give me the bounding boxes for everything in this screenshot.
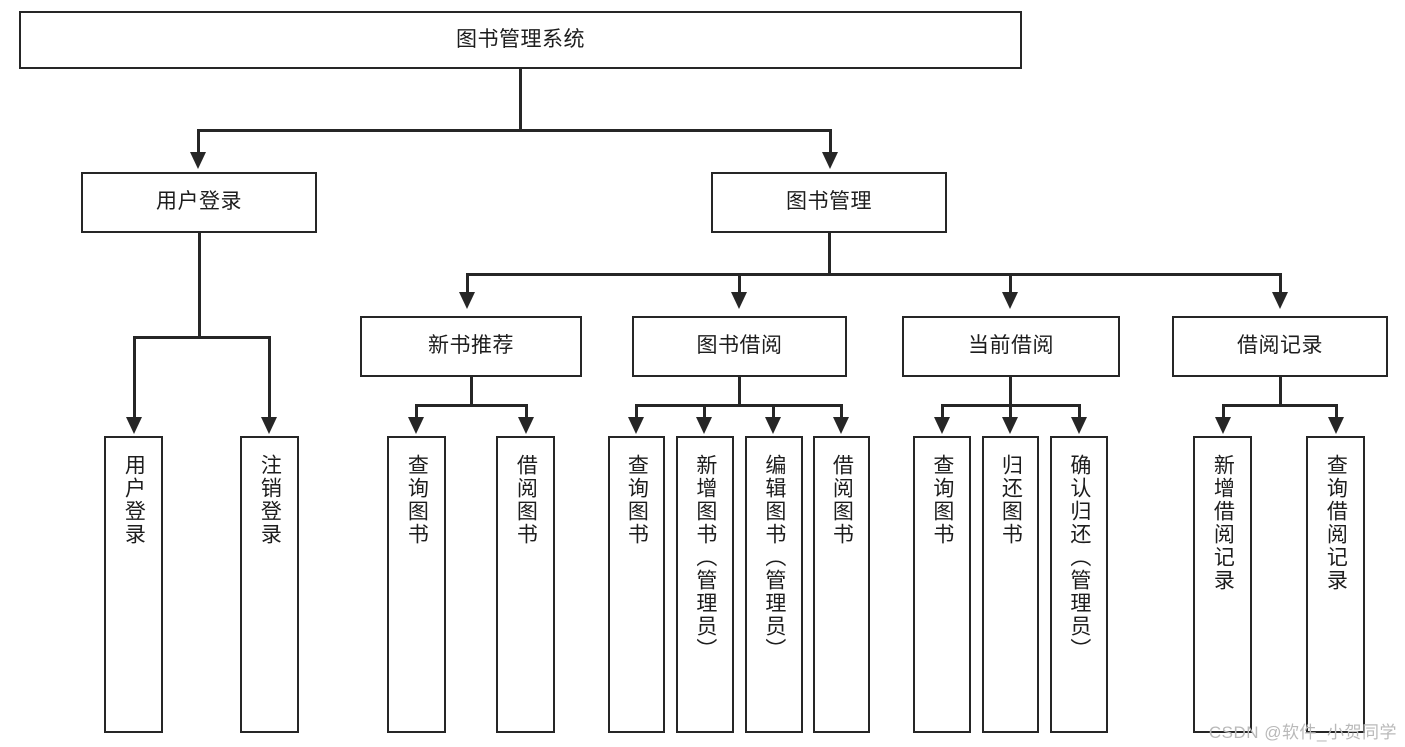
connector-user-login-bar	[133, 336, 270, 339]
node-label: 当前借阅	[968, 334, 1054, 358]
leaf-nb-borrow-book[interactable]: 借阅图书	[496, 436, 555, 733]
leaf-nb-query-book[interactable]: 查询图书	[387, 436, 446, 733]
leaf-bb-borrow-book[interactable]: 借阅图书	[813, 436, 870, 733]
arrowhead-cb-return-book	[1002, 417, 1018, 434]
connector-borrow-record-stem	[1279, 377, 1282, 406]
node-label: 注销登录	[258, 454, 282, 546]
connector-current-borrow-stem	[1009, 377, 1012, 406]
leaf-br-query-record[interactable]: 查询借阅记录	[1306, 436, 1365, 733]
node-label: 新增图书（管理员）	[693, 454, 717, 661]
leaf-bb-edit-book[interactable]: 编辑图书（管理员）	[745, 436, 803, 733]
connector-root-to-book-manage	[829, 129, 832, 153]
arrowhead-nb-query-book	[408, 417, 424, 434]
node-book-management[interactable]: 图书管理	[711, 172, 947, 233]
connector-bb-3	[772, 404, 775, 418]
node-label: 借阅图书	[514, 454, 538, 546]
node-label: 确认归还（管理员）	[1067, 454, 1091, 661]
node-label: 查询图书	[930, 454, 954, 546]
connector-new-book-bar	[415, 404, 527, 407]
node-label: 用户登录	[156, 190, 242, 214]
connector-br-1	[1222, 404, 1225, 418]
node-label: 查询借阅记录	[1324, 454, 1348, 592]
connector-level3-bar	[466, 273, 1282, 276]
connector-root-stem	[519, 69, 522, 131]
leaf-user-login[interactable]: 用户登录	[104, 436, 163, 733]
node-label: 用户登录	[122, 454, 146, 546]
leaf-bb-add-book[interactable]: 新增图书（管理员）	[676, 436, 734, 733]
connector-new-book-right	[525, 404, 528, 418]
arrowhead-borrow-record	[1272, 292, 1288, 309]
arrowhead-cb-query-book	[934, 417, 950, 434]
node-user-login[interactable]: 用户登录	[81, 172, 317, 233]
arrowhead-br-add-record	[1215, 417, 1231, 434]
connector-bb-1	[635, 404, 638, 418]
node-label: 图书管理	[786, 190, 872, 214]
connector-to-current-borrow	[1009, 273, 1012, 293]
leaf-cb-confirm-return[interactable]: 确认归还（管理员）	[1050, 436, 1108, 733]
node-label: 归还图书	[999, 454, 1023, 546]
node-new-book-recommend[interactable]: 新书推荐	[360, 316, 582, 377]
arrowhead-bb-add-book	[696, 417, 712, 434]
connector-borrow-record-bar	[1222, 404, 1337, 407]
node-label: 图书管理系统	[456, 27, 585, 51]
connector-new-book-left	[415, 404, 418, 418]
node-label: 新书推荐	[428, 334, 514, 358]
arrowhead-br-query-record	[1328, 417, 1344, 434]
connector-user-login-left	[133, 336, 136, 418]
node-label: 编辑图书（管理员）	[762, 454, 786, 661]
leaf-cb-return-book[interactable]: 归还图书	[982, 436, 1039, 733]
leaf-logout[interactable]: 注销登录	[240, 436, 299, 733]
connector-cb-1	[941, 404, 944, 418]
node-label: 查询图书	[625, 454, 649, 546]
arrowhead-current-borrow	[1002, 292, 1018, 309]
arrowhead-bb-query-book	[628, 417, 644, 434]
connector-to-new-book	[466, 273, 469, 293]
arrowhead-new-book	[459, 292, 475, 309]
csdn-watermark: CSDN @软件_小贺同学	[1208, 723, 1397, 742]
node-label: 图书借阅	[696, 334, 783, 358]
arrowhead-leaf-logout	[261, 417, 277, 434]
node-book-borrow[interactable]: 图书借阅	[632, 316, 847, 377]
arrowhead-cb-confirm-return	[1071, 417, 1087, 434]
arrowhead-leaf-user-login	[126, 417, 142, 434]
connector-new-book-stem	[470, 377, 473, 406]
connector-book-manage-stem	[828, 233, 831, 275]
connector-root-to-user-login	[197, 129, 200, 153]
arrowhead-user-login	[190, 152, 206, 169]
node-label: 新增借阅记录	[1211, 454, 1235, 592]
connector-user-login-stem	[198, 233, 201, 338]
leaf-cb-query-book[interactable]: 查询图书	[913, 436, 971, 733]
arrowhead-book-borrow	[731, 292, 747, 309]
connector-book-borrow-stem	[738, 377, 741, 406]
connector-to-book-borrow	[738, 273, 741, 293]
arrowhead-nb-borrow-book	[518, 417, 534, 434]
node-label: 查询图书	[405, 454, 429, 546]
arrowhead-book-manage	[822, 152, 838, 169]
node-borrow-record[interactable]: 借阅记录	[1172, 316, 1388, 377]
node-label: 借阅记录	[1237, 334, 1323, 358]
leaf-br-add-record[interactable]: 新增借阅记录	[1193, 436, 1252, 733]
node-current-borrow[interactable]: 当前借阅	[902, 316, 1120, 377]
connector-root-bar	[197, 129, 831, 132]
connector-bb-4	[840, 404, 843, 418]
connector-br-2	[1335, 404, 1338, 418]
arrowhead-bb-edit-book	[765, 417, 781, 434]
connector-to-borrow-record	[1279, 273, 1282, 293]
connector-bb-2	[703, 404, 706, 418]
connector-user-login-right	[268, 336, 271, 418]
connector-cb-2	[1009, 404, 1012, 418]
arrowhead-bb-borrow-book	[833, 417, 849, 434]
node-label: 借阅图书	[830, 454, 854, 546]
connector-book-borrow-bar	[635, 404, 842, 407]
leaf-bb-query-book[interactable]: 查询图书	[608, 436, 665, 733]
node-root-system[interactable]: 图书管理系统	[19, 11, 1022, 69]
connector-cb-3	[1078, 404, 1081, 418]
